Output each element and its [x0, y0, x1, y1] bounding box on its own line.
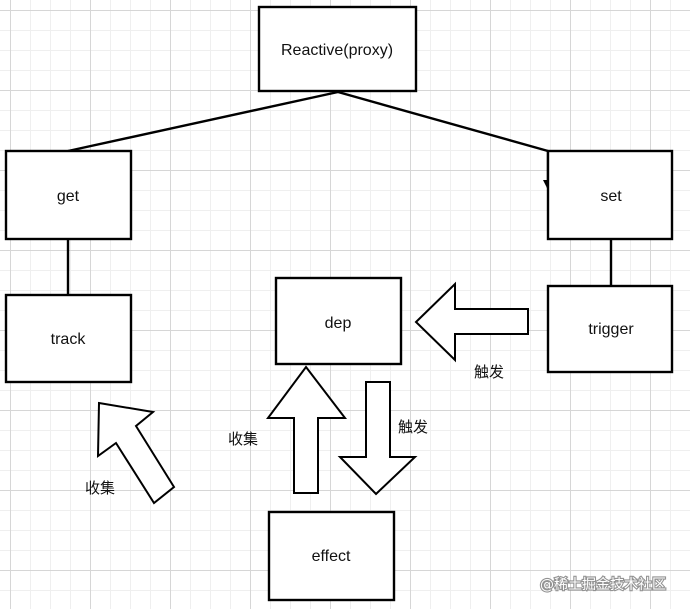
node-dep: dep [274, 276, 403, 366]
node-track: track [4, 293, 133, 384]
watermark: @稀土掘金技术社区 [540, 577, 666, 593]
node-effect-label: effect [312, 548, 351, 565]
node-get-label: get [57, 188, 80, 205]
arrow-dep-to-effect [337, 381, 418, 496]
node-trigger: trigger [546, 284, 674, 374]
arrow-effect-to-dep [266, 365, 348, 494]
node-reactive-label: Reactive(proxy) [281, 42, 393, 59]
annotation-trigger-effect: 触发 [398, 418, 428, 436]
annotation-trigger-dep: 触发 [474, 363, 504, 381]
node-get: get [4, 149, 133, 241]
edge-reactive-get [67, 90, 339, 153]
node-effect: effect [267, 510, 396, 602]
node-trigger-label: trigger [588, 321, 634, 338]
node-dep-label: dep [325, 315, 352, 332]
arrow-collect-to-track [96, 401, 176, 505]
node-set-label: set [600, 188, 622, 205]
node-reactive: Reactive(proxy) [257, 5, 418, 93]
edge-reactive-set [337, 90, 549, 153]
arrow-trigger-to-dep [414, 281, 529, 363]
node-track-label: track [51, 331, 87, 348]
annotation-collect-effect: 收集 [228, 430, 258, 448]
node-set: set [546, 149, 674, 241]
annotation-collect-left: 收集 [85, 479, 115, 497]
